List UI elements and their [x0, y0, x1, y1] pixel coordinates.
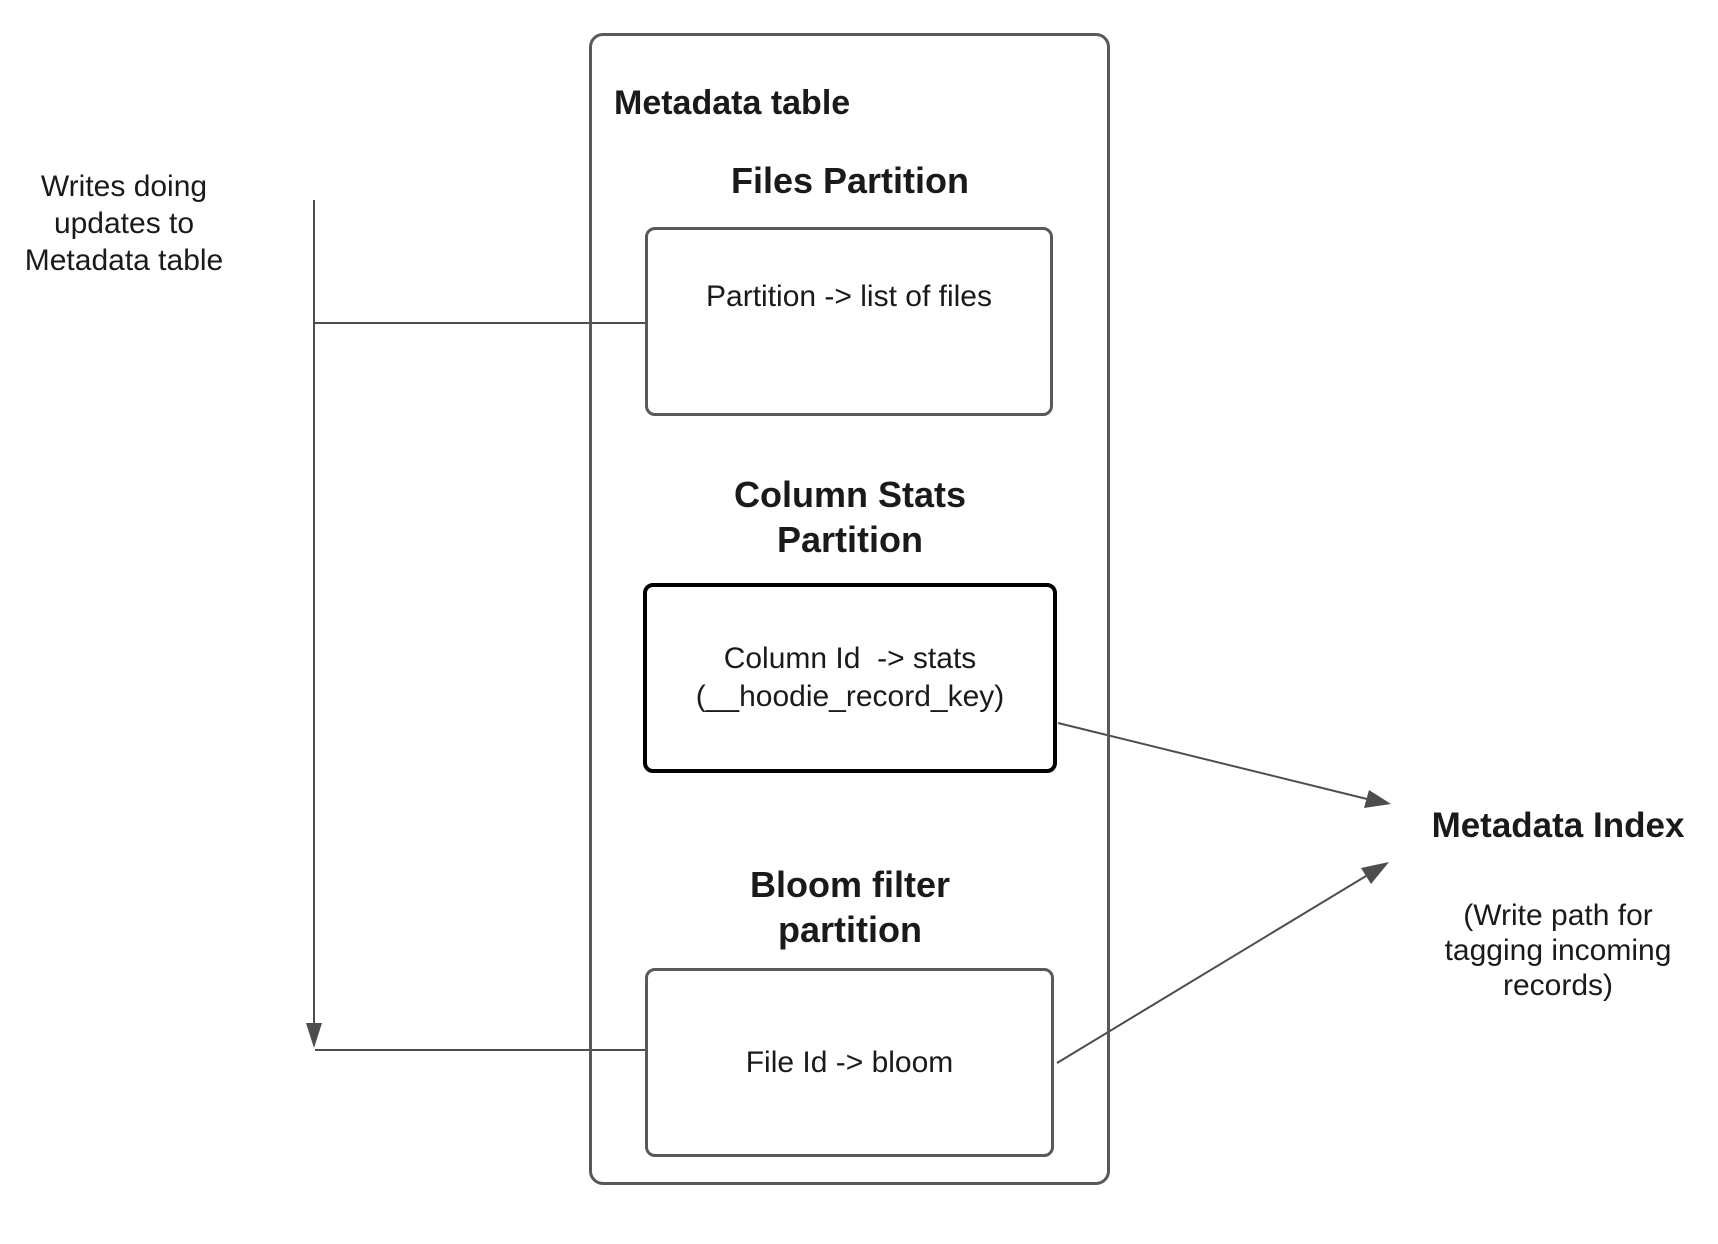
column-stats-header-line: Column Stats — [733, 474, 966, 515]
metadata-table-container — [589, 33, 1110, 1185]
metadata-table-title: Metadata table — [614, 84, 851, 122]
writes-annotation-line: Metadata table — [24, 244, 224, 277]
writes-update-arrowhead-icon — [306, 1023, 322, 1048]
metadata-index-subtitle-line: tagging incoming — [1444, 934, 1672, 967]
column-stats-box-text-line: (__hoodie_record_key) — [695, 680, 1005, 713]
bloom-filter-header-line: Bloom filter — [749, 864, 950, 905]
bloom-filter-partition-header: Bloom filter partition — [645, 862, 1055, 952]
column-stats-partition-header: Column Stats Partition — [645, 472, 1055, 562]
bloom-filter-box-text: File Id -> bloom — [745, 1045, 954, 1079]
column-stats-header-line: Partition — [776, 519, 923, 560]
column-stats-partition-box: Column Id -> stats (__hoodie_record_key) — [643, 583, 1057, 773]
bloom-to-index-arrowhead-icon — [1361, 862, 1389, 884]
files-partition-box-text: Partition -> list of files — [706, 279, 992, 313]
files-partition-box: Partition -> list of files — [645, 227, 1053, 416]
metadata-index-subtitle: (Write path for tagging incoming records… — [1407, 898, 1709, 1003]
metadata-index-subtitle-line: (Write path for — [1463, 899, 1653, 932]
writes-annotation: Writes doing updates to Metadata table — [4, 168, 244, 279]
writes-annotation-line: Writes doing — [40, 170, 208, 203]
bloom-filter-header-line: partition — [778, 909, 922, 950]
files-partition-header: Files Partition — [730, 160, 970, 201]
column-stats-box-text-line: Column Id -> stats — [723, 642, 977, 675]
metadata-index-title: Metadata Index — [1431, 806, 1685, 845]
writes-annotation-line: updates to — [53, 207, 195, 240]
column-stats-to-index-arrowhead-icon — [1364, 790, 1391, 808]
bloom-filter-partition-box: File Id -> bloom — [645, 968, 1054, 1157]
metadata-index-subtitle-line: records) — [1502, 969, 1614, 1002]
